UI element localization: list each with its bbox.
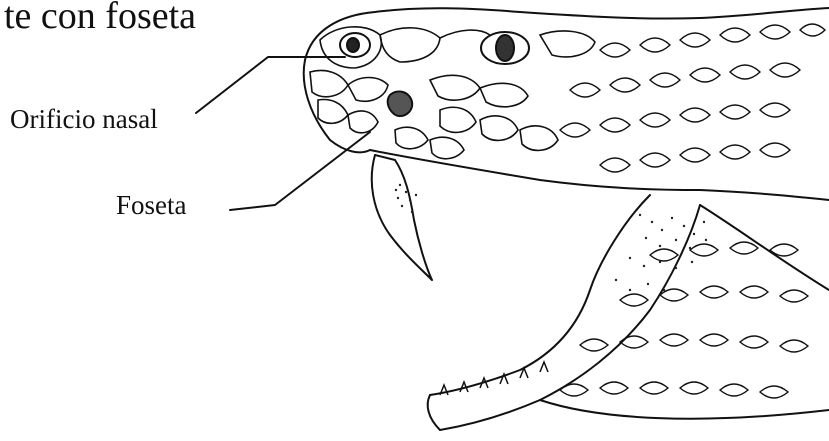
stippling: [395, 184, 707, 291]
throat-outline: [540, 400, 829, 419]
lower-jaw-outline: [430, 195, 650, 395]
fang: [372, 155, 432, 280]
neck-outline: [700, 205, 829, 290]
leader-line-nostril: [196, 57, 345, 113]
nostril-hole: [347, 38, 359, 52]
lower-jaw-tip: [428, 395, 440, 430]
body-scales: [560, 24, 825, 398]
leader-line-pit: [230, 132, 370, 210]
eye-pupil: [496, 35, 514, 61]
pit: [388, 91, 413, 116]
